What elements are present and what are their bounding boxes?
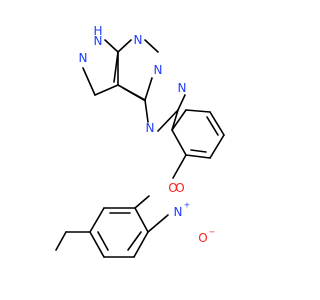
bond: [185, 109, 211, 113]
bond: [177, 94, 186, 111]
bond: [89, 231, 105, 258]
bond: [209, 134, 225, 159]
bond: [144, 39, 159, 53]
bond: [117, 39, 132, 53]
bond: [185, 154, 211, 159]
bond: [127, 231, 142, 251]
bond: [190, 149, 207, 153]
atom-o-nitro-minus: O: [198, 231, 207, 245]
bond: [209, 111, 225, 136]
bond: [206, 116, 219, 136]
atom-n-triazole-left: N: [146, 121, 155, 135]
bond: [144, 99, 149, 123]
charge-minus: −: [209, 228, 216, 237]
bond: [97, 231, 109, 251]
atom-n-pyrimidine: N: [134, 33, 143, 47]
bond: [55, 231, 67, 251]
bond: [144, 77, 153, 101]
molecule-structure: N H N N N N N O N + O O −: [55, 24, 225, 258]
carbon-bonds: [55, 39, 225, 258]
atom-n-pyrazole: N: [79, 51, 88, 65]
atom-nh-hydrogen: H: [93, 24, 102, 38]
bond: [94, 84, 119, 96]
bond: [104, 39, 119, 53]
bond: [133, 231, 149, 258]
atom-nh: N: [94, 34, 103, 48]
atom-n-triazole-top: N: [178, 81, 187, 95]
bond: [157, 109, 179, 132]
charge-plus: +: [184, 201, 191, 210]
bond: [147, 214, 169, 233]
bond: [134, 195, 150, 209]
bond: [134, 207, 149, 233]
atom-n-bridge: N: [154, 63, 163, 77]
bond: [82, 67, 96, 96]
bond: [171, 129, 187, 156]
atom-o-ether: O: [168, 181, 177, 195]
atom-o-nitro-top: O: [175, 181, 184, 195]
bond: [172, 154, 187, 179]
bond: [122, 87, 145, 101]
bond: [171, 109, 187, 131]
bond: [171, 109, 179, 131]
bond: [89, 207, 105, 233]
atom-labels: N H N N N N N O N + O O −: [79, 24, 216, 245]
atom-n-nitro: N: [174, 205, 183, 219]
